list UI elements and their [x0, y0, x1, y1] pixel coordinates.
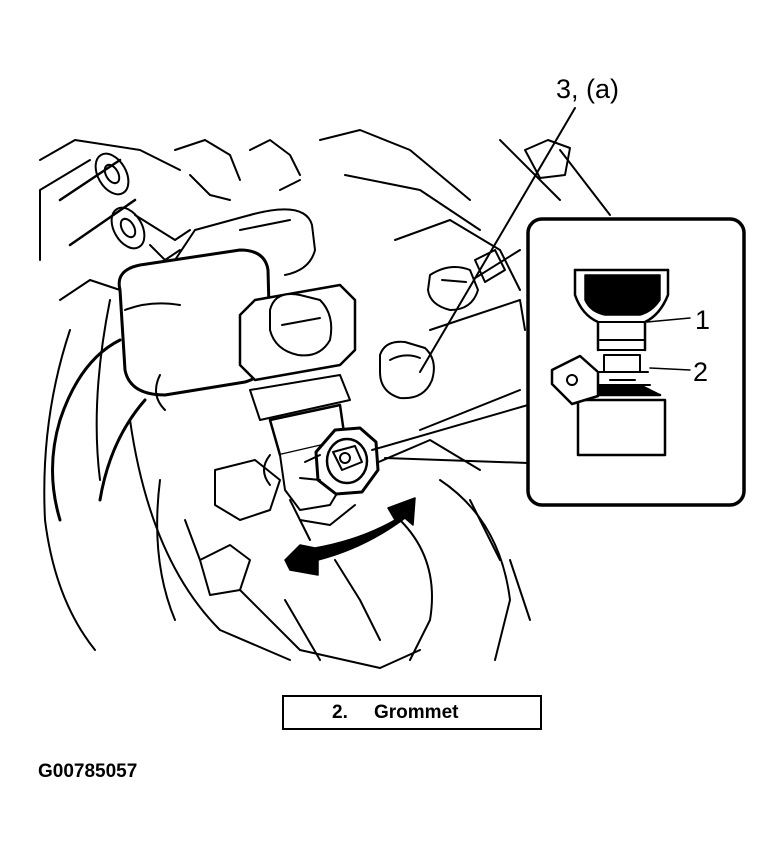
callout-1-label: 1 [695, 305, 711, 335]
inset-leader-lines [372, 405, 528, 463]
legend-text: Grommet [374, 701, 459, 723]
fuel-rail [240, 267, 478, 420]
engine-background [40, 130, 610, 668]
legend-number: 2. [332, 701, 348, 723]
pressure-regulator [53, 209, 316, 520]
callout-3a-leader [420, 108, 575, 372]
rotation-arrow [285, 498, 415, 575]
callout-3a-label: 3, (a) [556, 74, 620, 104]
legend-box: 2. Grommet [282, 695, 542, 730]
grommet [300, 428, 378, 494]
fuel-hoses [60, 140, 300, 260]
callout-2-label: 2 [693, 357, 709, 387]
injector-detail-inset [528, 219, 744, 505]
figure-id: G00785057 [38, 761, 138, 782]
